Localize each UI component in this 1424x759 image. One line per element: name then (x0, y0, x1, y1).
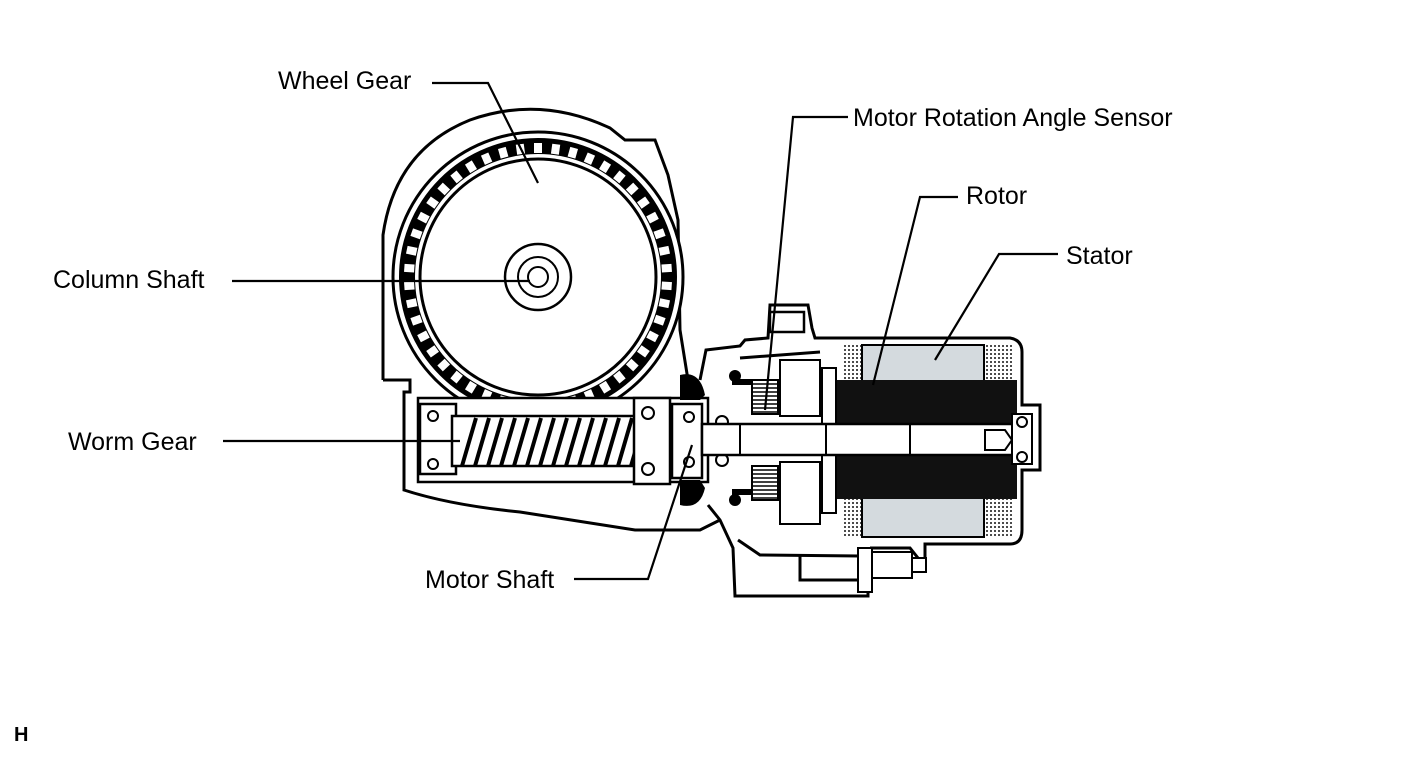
gear-tooth (658, 298, 671, 309)
worm-thread (603, 417, 621, 467)
gear-tooth (410, 314, 423, 326)
worm-thread (499, 417, 517, 467)
label-column-shaft: Column Shaft (53, 266, 205, 294)
worm-thread (473, 417, 491, 467)
worm-gear (416, 374, 710, 506)
gear-tooth (437, 182, 451, 196)
label-motor-rotation-angle-sensor: Motor Rotation Angle Sensor (853, 104, 1173, 132)
gear-tooth (567, 146, 579, 159)
gear-tooth (417, 211, 430, 224)
gear-tooth (625, 358, 639, 372)
gear-tooth (661, 281, 672, 291)
worm-thread (512, 417, 530, 467)
gear-tooth (653, 228, 666, 240)
stator (844, 344, 1012, 538)
worm-thread (577, 417, 595, 467)
gear-housing (381, 107, 721, 532)
gear-tooth (480, 152, 493, 165)
leader-stator (934, 252, 1058, 361)
worm-thread (616, 417, 634, 467)
worm-thread (486, 417, 504, 467)
sensor-assembly (715, 310, 821, 525)
gear-tooth (450, 370, 463, 384)
worm-thread (538, 417, 556, 467)
leader-motor-shaft (574, 444, 694, 581)
gear-tooth (613, 170, 626, 184)
gear-tooth (464, 160, 477, 174)
gear-tooth (599, 380, 612, 394)
motor-shaft (700, 413, 1033, 465)
gear-tooth (405, 245, 418, 256)
gear-tooth (636, 345, 650, 358)
gear-tooth (583, 152, 596, 165)
worm-thread (590, 417, 608, 467)
gear-tooth (417, 330, 430, 343)
label-rotor: Rotor (966, 182, 1028, 210)
gear-tooth (550, 143, 561, 155)
leader-rotor (871, 195, 958, 386)
leader-sensor (763, 115, 848, 411)
wheel-gear (391, 130, 685, 424)
gear-tooth (464, 380, 477, 394)
gear-tooth (450, 170, 463, 184)
gear-tooth (613, 370, 626, 384)
gear-tooth (426, 345, 440, 358)
label-wheel-gear: Wheel Gear (278, 67, 412, 95)
gear-tooth (658, 245, 671, 256)
worm-thread (460, 417, 478, 467)
gear-tooth (599, 160, 612, 174)
connector (857, 547, 927, 593)
leader-wheel-gear (432, 81, 539, 184)
label-worm-gear: Worm Gear (68, 428, 197, 456)
gear-tooth (653, 314, 666, 326)
gear-tooth (404, 263, 415, 273)
gear-tooth (625, 182, 639, 196)
gear-tooth (497, 146, 509, 159)
worm-thread (525, 417, 543, 467)
gear-tooth (646, 211, 659, 224)
label-motor-shaft: Motor Shaft (425, 566, 555, 594)
worm-thread (564, 417, 582, 467)
gear-tooth (646, 330, 659, 343)
corner-mark: H (14, 724, 29, 746)
gear-tooth (410, 228, 423, 240)
gear-tooth (404, 281, 415, 291)
label-stator: Stator (1066, 242, 1133, 270)
gear-tooth (426, 196, 440, 209)
gear-tooth (405, 298, 418, 309)
gear-tooth (534, 143, 542, 153)
worm-thread (551, 417, 569, 467)
gear-tooth (661, 263, 672, 273)
gear-tooth (437, 358, 451, 372)
gear-tooth (636, 196, 650, 209)
leader-lines (223, 81, 1058, 581)
